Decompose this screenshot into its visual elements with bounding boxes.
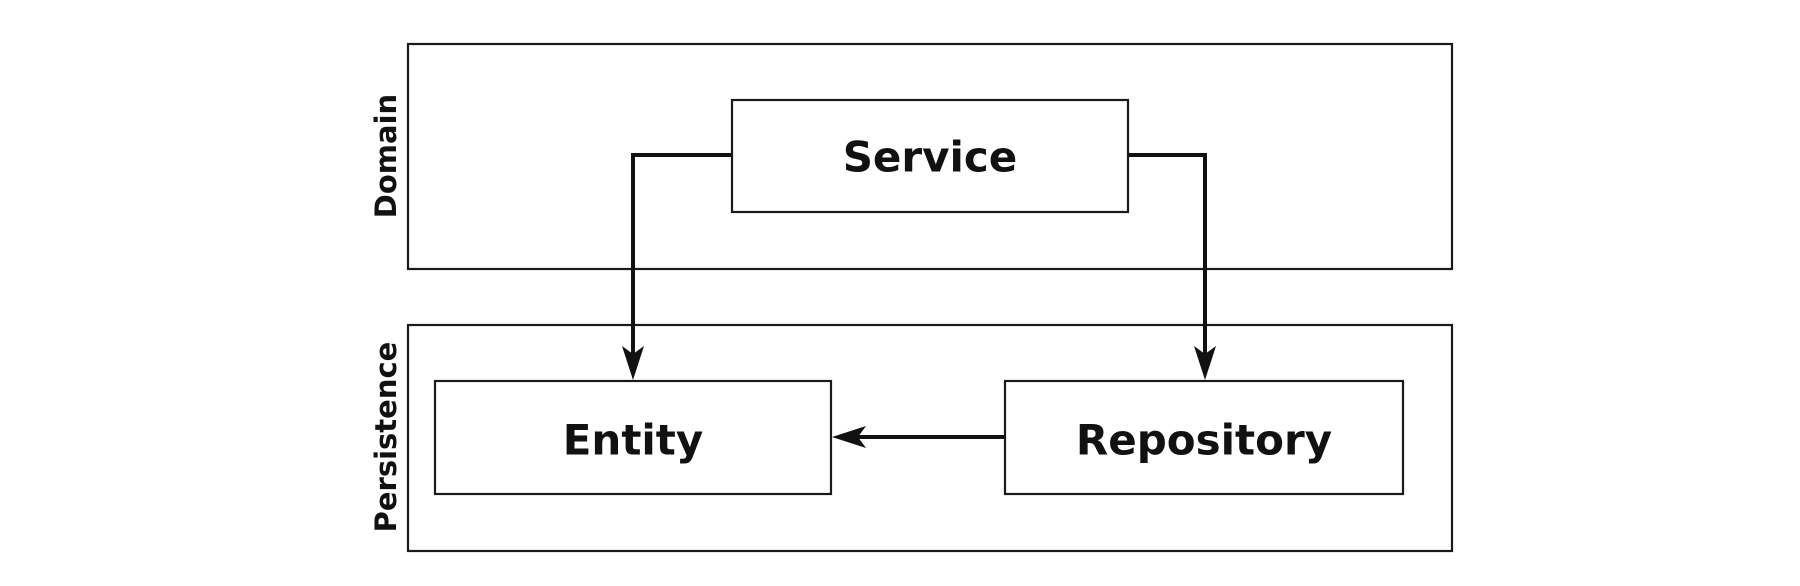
domain-layer: Domain [369, 42, 1454, 271]
persistence-layer-label: Persistence [369, 342, 403, 533]
domain-layer-label: Domain [369, 94, 403, 218]
domain-layer-frame [406, 42, 1454, 271]
arrowhead-entity-right [832, 426, 866, 448]
persistence-layer-frame [406, 323, 1454, 553]
node-repository: Repository [1003, 379, 1405, 496]
node-service: Service [730, 98, 1130, 214]
entity-label: Entity [563, 416, 704, 465]
edge-service-to-entity [631, 153, 732, 362]
entity-box [433, 379, 833, 496]
arrowhead-entity-top [622, 346, 644, 380]
service-box [730, 98, 1130, 214]
service-label: Service [843, 133, 1018, 182]
arrowhead-repository-top [1194, 346, 1216, 380]
persistence-layer: Persistence [369, 323, 1454, 553]
repository-box [1003, 379, 1405, 496]
node-entity: Entity [433, 379, 833, 496]
edges [622, 153, 1216, 448]
repository-label: Repository [1076, 416, 1332, 465]
edge-service-to-repository [1128, 153, 1207, 362]
